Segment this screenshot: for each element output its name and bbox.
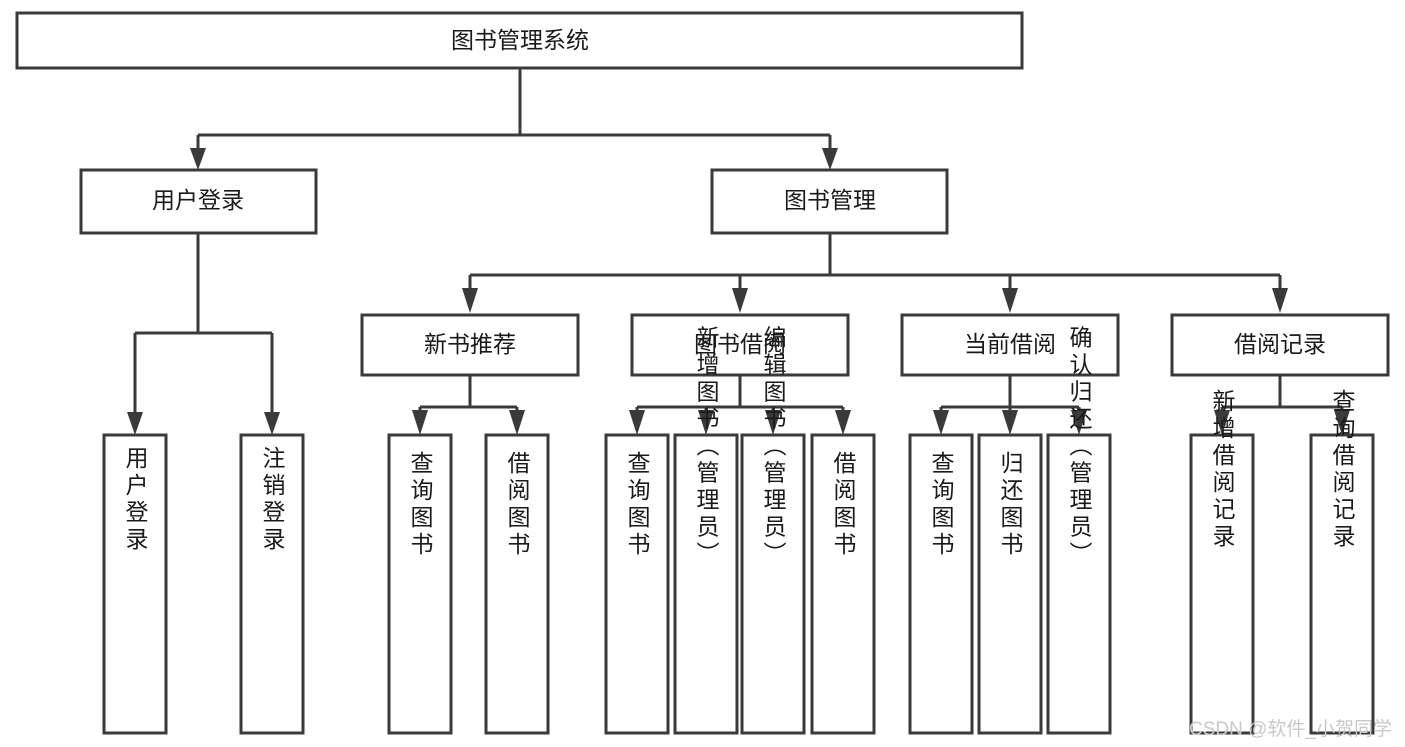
node-leaf-add-record-label: 新增借阅记录 — [1209, 389, 1236, 551]
node-book-borrow-box[interactable] — [630, 313, 850, 377]
node-leaf-borrow-book-1-box[interactable] — [484, 433, 550, 735]
node-leaf-query-book-1[interactable]: 查询图书 — [387, 433, 453, 735]
arrow-head-book-manage — [822, 148, 838, 170]
arrow-head-book-borrow — [732, 288, 748, 313]
node-borrow-record[interactable]: 借阅记录 — [1170, 313, 1390, 377]
node-leaf-user-login[interactable]: 用户登录 — [102, 433, 168, 735]
node-leaf-query-book-2[interactable]: 查询图书 — [604, 433, 670, 735]
node-current-borrow[interactable]: 当前借阅 — [900, 313, 1120, 377]
node-leaf-logout-login-box[interactable] — [239, 433, 305, 735]
node-leaf-edit-book-label: 编辑图书（管理员） — [760, 326, 787, 569]
node-borrow-record-label: 借阅记录 — [1234, 331, 1326, 357]
node-new-book-rec-box[interactable] — [360, 313, 580, 377]
arrow-head-leaf-query-book-3 — [933, 410, 949, 435]
arrow-head-new-book-rec — [462, 288, 478, 313]
arrow-head-leaf-user-login — [127, 412, 143, 435]
node-leaf-borrow-book-2-label: 借阅图书 — [830, 451, 857, 559]
connector-layer — [127, 68, 1350, 435]
node-book-manage[interactable]: 图书管理 — [710, 168, 949, 235]
node-leaf-add-record-box[interactable] — [1189, 433, 1255, 735]
arrow-head-leaf-query-book-2 — [629, 410, 645, 435]
arrow-head-current-borrow — [1002, 288, 1018, 313]
node-leaf-borrow-book-2-box[interactable] — [810, 433, 876, 735]
node-book-borrow[interactable]: 图书借阅 — [630, 313, 850, 377]
node-user-login-label: 用户登录 — [152, 187, 244, 213]
node-leaf-edit-book-box[interactable] — [740, 433, 806, 735]
node-leaf-user-login-box[interactable] — [102, 433, 168, 735]
node-leaf-query-record[interactable]: 查询借阅记录 — [1309, 389, 1375, 735]
node-leaf-query-record-box[interactable] — [1309, 433, 1375, 735]
node-leaf-confirm-return-label: 确认归还（管理员） — [1066, 326, 1093, 569]
node-leaf-query-book-3[interactable]: 查询图书 — [908, 433, 974, 735]
node-root-label: 图书管理系统 — [451, 27, 589, 53]
node-leaf-query-book-1-label: 查询图书 — [407, 451, 434, 559]
node-leaf-query-book-3-label: 查询图书 — [928, 451, 955, 559]
arrow-head-borrow-record — [1272, 288, 1288, 313]
node-book-manage-box[interactable] — [710, 168, 949, 235]
node-root[interactable]: 图书管理系统 — [15, 11, 1024, 70]
arrow-head-leaf-borrow-book-2 — [835, 410, 851, 435]
node-leaf-query-record-label: 查询借阅记录 — [1329, 389, 1356, 551]
arrow-head-leaf-query-record — [1334, 410, 1350, 435]
csdn-watermark: CSDN @软件_小贺同学 — [1189, 718, 1392, 740]
node-book-borrow-label: 图书借阅 — [694, 331, 786, 357]
node-leaf-add-book-label: 新增图书（管理员） — [693, 326, 720, 569]
arrow-head-leaf-query-book-1 — [412, 410, 428, 435]
node-leaf-return-book-label: 归还图书 — [997, 451, 1024, 559]
node-leaf-query-book-3-box[interactable] — [908, 433, 974, 735]
arrow-head-user-login — [190, 148, 206, 170]
node-user-login-box[interactable] — [79, 168, 318, 235]
node-leaf-user-login-label: 用户登录 — [122, 446, 149, 554]
node-current-borrow-label: 当前借阅 — [964, 331, 1056, 357]
node-leaf-query-book-1-box[interactable] — [387, 433, 453, 735]
arrow-head-leaf-confirm-return — [1071, 410, 1087, 435]
node-leaf-borrow-book-2[interactable]: 借阅图书 — [810, 433, 876, 735]
node-leaf-add-book[interactable]: 新增图书（管理员） — [673, 326, 739, 735]
node-leaf-borrow-book-1[interactable]: 借阅图书 — [484, 433, 550, 735]
node-leaf-query-book-2-box[interactable] — [604, 433, 670, 735]
node-leaf-confirm-return-box[interactable] — [1046, 433, 1112, 735]
node-new-book-rec-label: 新书推荐 — [424, 331, 516, 357]
node-user-login[interactable]: 用户登录 — [79, 168, 318, 235]
node-leaf-add-record[interactable]: 新增借阅记录 — [1189, 389, 1255, 735]
arrow-head-leaf-add-book — [698, 410, 714, 435]
node-root-box[interactable] — [15, 11, 1024, 70]
arrow-head-leaf-return-book — [1002, 410, 1018, 435]
node-leaf-borrow-book-1-label: 借阅图书 — [504, 451, 531, 559]
node-book-manage-label: 图书管理 — [784, 187, 876, 213]
node-leaf-confirm-return[interactable]: 确认归还（管理员） — [1046, 326, 1112, 735]
node-current-borrow-box[interactable] — [900, 313, 1120, 377]
arrow-head-leaf-borrow-book-1 — [509, 410, 525, 435]
node-borrow-record-box[interactable] — [1170, 313, 1390, 377]
node-leaf-logout-login-label: 注销登录 — [259, 446, 286, 554]
node-new-book-rec[interactable]: 新书推荐 — [360, 313, 580, 377]
node-leaf-return-book-box[interactable] — [977, 433, 1043, 735]
arrow-head-leaf-logout-login — [264, 412, 280, 435]
node-leaf-query-book-2-label: 查询图书 — [624, 451, 651, 559]
arrow-head-leaf-add-record — [1214, 410, 1230, 435]
arrow-head-leaf-edit-book — [765, 410, 781, 435]
node-leaf-return-book[interactable]: 归还图书 — [977, 433, 1043, 735]
node-leaf-add-book-box[interactable] — [673, 433, 739, 735]
node-leaf-logout-login[interactable]: 注销登录 — [239, 433, 305, 735]
node-leaf-edit-book[interactable]: 编辑图书（管理员） — [740, 326, 806, 735]
